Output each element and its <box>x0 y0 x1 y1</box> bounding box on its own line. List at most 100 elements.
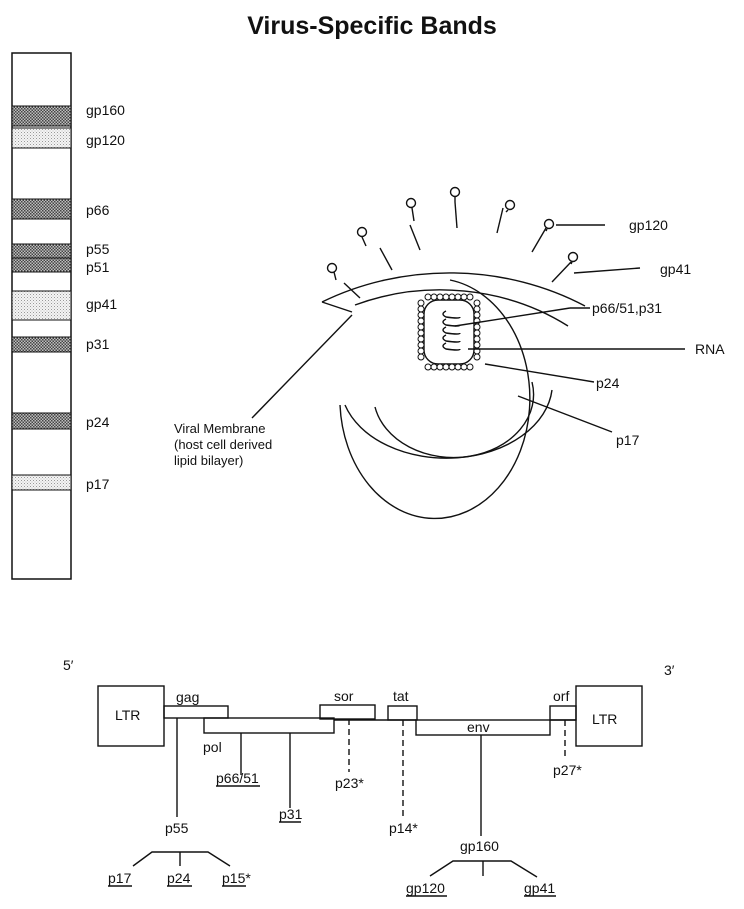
capsid-bead <box>417 311 425 319</box>
capsid-bead <box>460 293 468 301</box>
envelope-outer-arc <box>321 272 586 307</box>
label-tat: tat <box>393 688 409 704</box>
capsid-bead <box>436 293 444 301</box>
label-product-p27: p27* <box>553 762 582 778</box>
capsid-bead <box>454 363 462 371</box>
capsid-bead <box>448 293 456 301</box>
blot-band-label-p66: p66 <box>86 202 110 218</box>
envelope-divider <box>496 207 504 234</box>
gp120-knobs <box>326 186 579 281</box>
gene-tat <box>387 705 418 721</box>
label-product-p31: p31 <box>279 806 303 822</box>
capsid-bead <box>424 293 432 301</box>
capsid-bead <box>417 329 425 337</box>
blot-band-label-p24: p24 <box>86 414 110 430</box>
blot-band-p66 <box>11 198 72 220</box>
blot-band-label-gp41: gp41 <box>86 296 117 312</box>
label-product-p17: p17 <box>108 870 132 886</box>
capsid-bead <box>417 341 425 349</box>
capsid-bead <box>454 293 462 301</box>
capsid-bead <box>466 363 474 371</box>
label-product-p55: p55 <box>165 820 189 836</box>
label-product-gp160: gp160 <box>460 838 499 854</box>
blot-band-label-gp160: gp160 <box>86 102 125 118</box>
gp160-split <box>429 860 538 878</box>
label-p24: p24 <box>596 375 620 391</box>
blot-bands: gp160 gp120 p66 p55 p51 gp41 p31 p24 p17 <box>11 102 125 492</box>
capsid-bead <box>442 293 450 301</box>
capsid-bead <box>473 353 481 361</box>
envelope-divider <box>454 201 458 229</box>
envelope-divider <box>531 227 547 253</box>
capsid-bead <box>417 317 425 325</box>
leader-membrane <box>251 314 353 419</box>
genome-map <box>97 685 643 897</box>
membrane-caption-line-3: lipid bilayer) <box>174 453 243 468</box>
capsid-bead <box>473 323 481 331</box>
core-shell-arc <box>374 381 535 459</box>
label-five-prime: 5′ <box>63 657 74 673</box>
leader-p17 <box>517 395 613 433</box>
label-sor: sor <box>334 688 354 704</box>
capsid-bead <box>417 347 425 355</box>
blot-band-label-p51: p51 <box>86 259 110 275</box>
blot-strip: gp160 gp120 p66 p55 p51 gp41 p31 p24 p17 <box>11 52 125 580</box>
label-gag: gag <box>176 689 199 705</box>
label-rna: RNA <box>695 341 725 357</box>
label-product-p23: p23* <box>335 775 364 791</box>
capsid-bead <box>417 335 425 343</box>
label-product-p15: p15* <box>222 870 251 886</box>
label-ltr-left: LTR <box>115 707 140 723</box>
capsid-bead <box>430 293 438 301</box>
blot-band-label-p17: p17 <box>86 476 110 492</box>
capsid-bead <box>473 329 481 337</box>
capsid-bead <box>442 363 450 371</box>
label-product-p14: p14* <box>389 820 418 836</box>
envelope-divider <box>409 224 421 251</box>
label-gp41: gp41 <box>660 261 691 277</box>
capsid-bead <box>473 305 481 313</box>
membrane-caption-line-1: Viral Membrane <box>174 421 266 436</box>
blot-band-p31 <box>11 336 72 353</box>
capsid-bead <box>473 311 481 319</box>
membrane-caption-line-2: (host cell derived <box>174 437 272 452</box>
envelope-divider <box>551 261 572 283</box>
core-shell-arc <box>339 279 531 520</box>
label-orf: orf <box>553 688 569 704</box>
label-product-gp41: gp41 <box>524 880 555 896</box>
leader-gp41 <box>573 267 641 274</box>
envelope-divider <box>379 247 393 271</box>
rna-coil <box>442 310 461 351</box>
capsid-beads <box>417 293 481 371</box>
leader-p24 <box>484 363 595 383</box>
blot-band-p17 <box>11 474 72 491</box>
nucleocapsid <box>423 299 475 365</box>
capsid-bead <box>436 363 444 371</box>
label-pol: pol <box>203 739 222 755</box>
capsid-bead <box>466 293 474 301</box>
label-gp120: gp120 <box>629 217 668 233</box>
leader-p66 <box>454 307 571 327</box>
blot-band-gp41 <box>11 290 72 321</box>
envelope-left-edge <box>321 301 353 313</box>
blot-band-label-p55: p55 <box>86 241 110 257</box>
capsid-bead <box>473 299 481 307</box>
label-p17: p17 <box>616 432 640 448</box>
virion-diagram <box>251 186 685 520</box>
capsid-bead <box>430 363 438 371</box>
blot-band-p51 <box>11 257 72 273</box>
core-shell-arc <box>344 389 553 459</box>
blot-band-label-gp120: gp120 <box>86 132 125 148</box>
blot-band-p24 <box>11 412 72 430</box>
gene-pol <box>203 717 335 734</box>
blot-band-label-p31: p31 <box>86 336 110 352</box>
gene-gag <box>163 705 229 719</box>
capsid-bead <box>424 363 432 371</box>
capsid-bead <box>417 299 425 307</box>
gene-env <box>415 719 551 736</box>
blot-band-p55 <box>11 243 72 259</box>
p55-split <box>132 851 231 867</box>
capsid-bead <box>417 353 425 361</box>
label-product-p24: p24 <box>167 870 191 886</box>
